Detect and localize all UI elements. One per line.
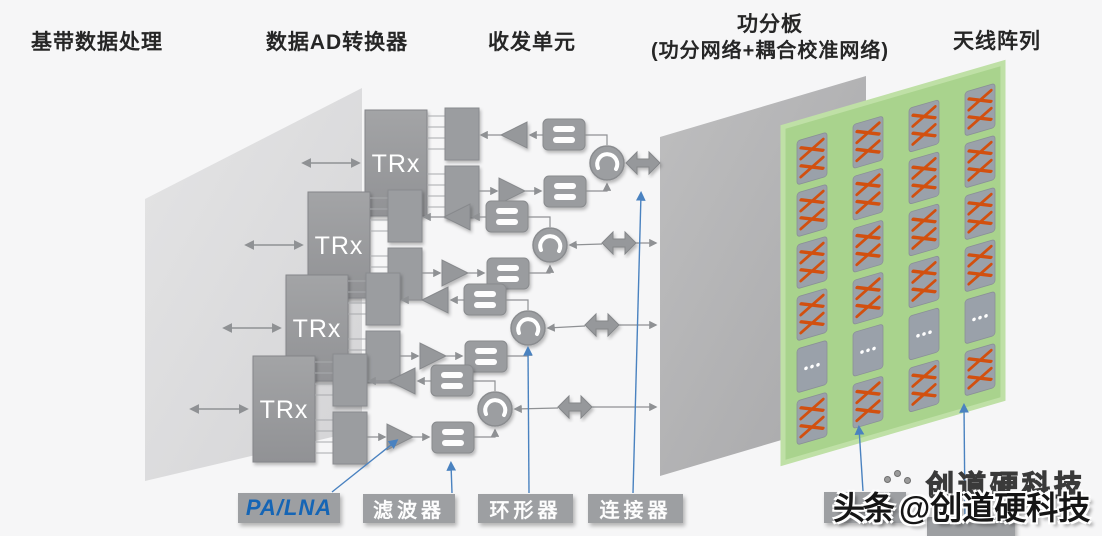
- callout-filter: [446, 460, 457, 494]
- legend-occluded-box-1: [824, 492, 906, 523]
- connector-diamond-icon: [625, 151, 661, 175]
- antenna-element: [795, 182, 829, 239]
- antenna-element-ellipsis: [964, 290, 996, 345]
- antenna-element-ellipsis: [796, 339, 828, 394]
- antenna-element: [851, 374, 885, 431]
- callout-pa-lna: [331, 439, 399, 493]
- label-antenna: 天线阵列: [953, 30, 1041, 53]
- watermark-badge: 头条: [833, 490, 895, 526]
- callout-connector: [632, 190, 646, 494]
- connector-diamond-icon: [601, 231, 637, 255]
- label-power-divider-line2: (功分网络+耦合校准网络): [651, 40, 889, 62]
- connector-links: [513, 238, 658, 414]
- callout-antenna-2: [959, 402, 969, 517]
- connector-diamond-icon: [584, 313, 620, 337]
- label-power-divider-line1: 功分板: [737, 13, 803, 36]
- connector-diamond-icon: [557, 395, 593, 419]
- callout-antenna-1: [854, 424, 865, 492]
- paw-logo-icon: [884, 468, 914, 486]
- watermark-main: 头条@创道硬科技: [833, 483, 1090, 529]
- antenna-element: [963, 185, 997, 242]
- antenna-element: [963, 237, 997, 294]
- antenna-element: [851, 270, 885, 327]
- antenna-board: [780, 59, 1006, 467]
- antenna-element: [795, 130, 829, 187]
- legend-connector: 连接器: [588, 494, 683, 523]
- antenna-element: [963, 81, 997, 138]
- antenna-element-ellipsis: [852, 323, 884, 378]
- label-transceiver: 收发单元: [488, 31, 576, 54]
- antenna-element: [851, 114, 885, 171]
- legend-pa-lna: PA/LNA: [238, 493, 340, 523]
- watermark-echo: 创道硬科技: [925, 469, 1087, 501]
- antenna-element: [907, 201, 941, 259]
- antenna-element: [795, 286, 829, 343]
- watermark-handle: @创道硬科技: [899, 490, 1091, 526]
- antenna-element: [851, 218, 885, 275]
- antenna-element: [963, 341, 997, 398]
- legend-occluded-box-2: [927, 517, 1015, 536]
- antenna-element: [963, 133, 997, 190]
- callout-arrows: [331, 190, 969, 517]
- antenna-element: [851, 166, 885, 223]
- callout-circulator: [523, 345, 533, 494]
- antenna-element: [907, 149, 941, 207]
- antenna-element: [907, 97, 941, 155]
- antenna-element-ellipsis: [908, 307, 940, 361]
- antenna-element: [795, 390, 829, 447]
- legend-circulator: 环形器: [478, 494, 573, 523]
- label-adc: 数据AD转换器: [265, 31, 409, 54]
- legend-filter: 滤波器: [363, 494, 455, 523]
- antenna-element: [907, 357, 941, 415]
- antenna-element: [907, 253, 941, 311]
- label-baseband: 基带数据处理: [31, 31, 163, 54]
- antenna-element: [795, 234, 829, 291]
